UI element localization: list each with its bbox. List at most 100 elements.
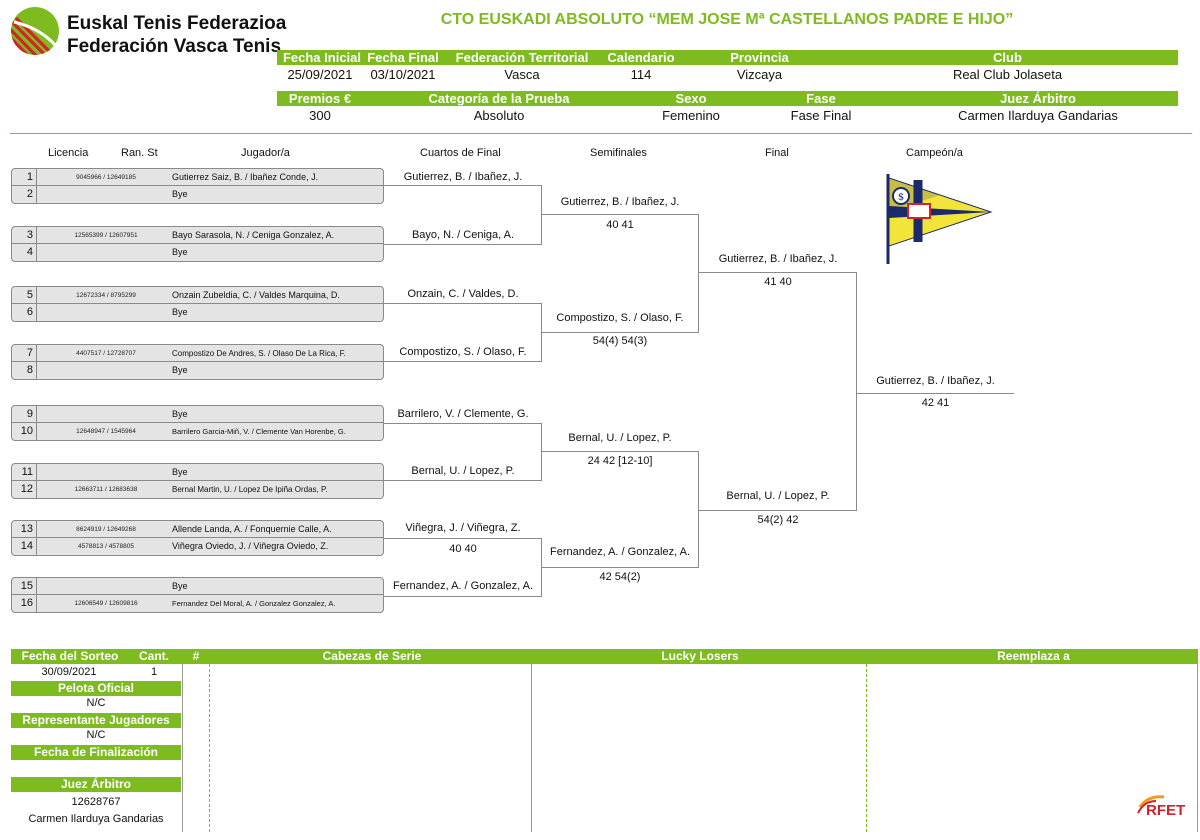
footer-end-label: Fecha de Finalización <box>11 745 181 760</box>
footer-rep-label: Representante Jugadores <box>11 713 181 728</box>
sf-name: Gutierrez, B. / Ibañez, J. <box>560 196 680 208</box>
sf-name: Compostizo, S. / Olaso, F. <box>556 312 684 324</box>
header-provincia: Provincia <box>730 50 789 65</box>
champion-score: 42 41 <box>921 397 950 409</box>
qf-name: Viñegra, J. / Viñegra, Z. <box>405 522 521 534</box>
rfet-logo: RFET <box>1134 793 1196 833</box>
sf-line <box>698 214 699 333</box>
qf-line <box>384 185 542 186</box>
player-license: 9045966 / 12649185 <box>76 174 136 181</box>
footer-separator <box>531 664 532 832</box>
footer-ref-label: Juez Árbitro <box>11 777 181 792</box>
player-license: 12663711 / 12683638 <box>74 486 138 493</box>
footer-replace-label: Reemplaza a <box>869 649 1198 664</box>
value-club: Real Club Jolaseta <box>952 67 1063 82</box>
qf-line <box>541 185 542 245</box>
footer-draw-date: 30/09/2021 <box>41 666 97 678</box>
player-license: 12606549 / 12609816 <box>74 600 138 607</box>
player-name: Allende Landa, A. / Fonquernie Calle, A. <box>172 524 332 534</box>
player-number: 14 <box>12 538 37 555</box>
player-number: 3 <box>12 227 37 243</box>
player-name: Bayo Sarasola, N. / Ceniga Gonzalez, A. <box>172 230 335 240</box>
qf-name: Bayo, N. / Ceniga, A. <box>411 229 515 241</box>
qf-name: Fernandez, A. / Gonzalez, A. <box>392 580 534 592</box>
col-cuartos: Cuartos de Final <box>420 147 501 159</box>
header-sexo: Sexo <box>675 91 707 106</box>
col-ranking: Ran. St <box>121 147 158 159</box>
footer-ref-name: Carmen Ilarduya Gandarias <box>28 813 164 825</box>
footer-ball: N/C <box>86 697 106 709</box>
tournament-title: CTO EUSKADI ABSOLUTO “MEM JOSE Mª CASTEL… <box>440 11 1014 28</box>
tennis-ball-icon <box>11 7 59 55</box>
value-premios: 300 <box>309 108 331 123</box>
player-number: 8 <box>12 362 37 379</box>
player-name: Compostizo De Andres, S. / Olaso De La R… <box>172 349 346 358</box>
champion-name: Gutierrez, B. / Ibañez, J. <box>876 375 995 387</box>
player-number: 6 <box>12 304 37 321</box>
player-row: 4 Bye <box>11 244 384 262</box>
footer-ref-id: 12628767 <box>71 796 121 808</box>
player-number: 13 <box>12 521 37 537</box>
footer-qty: 1 <box>150 666 158 678</box>
value-juez: Carmen Ilarduya Gandarias <box>958 108 1118 123</box>
info-value-row-2: 300 Absoluto Femenino Fase Final Carmen … <box>277 108 1178 124</box>
rfet-text: RFET <box>1146 802 1186 819</box>
qf-line <box>541 303 542 362</box>
org-name-line1: Euskal Tenis Federazioa <box>67 13 287 34</box>
player-name: Bye <box>172 247 188 257</box>
sf-score: 42 54(2) <box>599 571 641 583</box>
qf-line <box>541 423 542 481</box>
col-final: Final <box>765 147 789 159</box>
qf-line <box>384 244 542 245</box>
player-license: 12565399 / 12607951 <box>74 232 138 239</box>
value-fecha-inicial: 25/09/2021 <box>287 67 353 82</box>
player-number: 11 <box>12 464 37 480</box>
qf-line <box>384 480 542 481</box>
player-number: 5 <box>12 287 37 303</box>
value-calendario: 114 <box>630 67 652 82</box>
player-number: 10 <box>12 423 37 440</box>
footer-ball-label: Pelota Oficial <box>11 681 181 696</box>
footer-qty-label: Cant. <box>131 649 177 664</box>
qf-line <box>541 538 542 597</box>
value-fase: Fase Final <box>790 108 852 123</box>
header-juez: Juez Árbitro <box>1000 91 1076 106</box>
player-license: 4578813 / 4578805 <box>77 543 135 550</box>
value-provincia: Vizcaya <box>736 67 783 82</box>
qf-name: Bernal, U. / Lopez, P. <box>411 465 515 477</box>
svg-text:$: $ <box>898 192 904 203</box>
player-name: Bye <box>172 409 188 419</box>
sf-score: 24 42 [12-10] <box>587 455 653 467</box>
value-fecha-final: 03/10/2021 <box>370 67 436 82</box>
col-semifinales: Semifinales <box>590 147 647 159</box>
col-jugador: Jugador/a <box>241 147 290 159</box>
footer-draw-date-label: Fecha del Sorteo <box>11 649 129 664</box>
qf-name: Barrilero, V. / Clemente, G. <box>397 408 529 420</box>
player-row: 3 12565399 / 12607951 Bayo Sarasola, N. / … <box>11 226 384 244</box>
pennant-icon: $ <box>886 174 993 264</box>
info-header-row-1: Fecha Inicial Fecha Final Federación Ter… <box>277 50 1178 65</box>
player-row: 15 Bye <box>11 577 384 595</box>
final-name: Gutierrez, B. / Ibañez, J. <box>718 253 838 265</box>
header-premios: Premios € <box>288 91 352 106</box>
player-number: 4 <box>12 244 37 261</box>
footer-separator <box>182 664 183 832</box>
player-number: 1 <box>12 169 37 185</box>
sf-score: 54(4) 54(3) <box>592 335 648 347</box>
federation-logo <box>10 6 60 56</box>
player-name: Bye <box>172 581 188 591</box>
header-divider <box>10 133 1192 134</box>
org-name-line2: Federación Vasca Tenis <box>67 36 282 57</box>
player-number: 15 <box>12 578 37 594</box>
header-fecha-final: Fecha Final <box>367 50 439 65</box>
header-fecha-inicial: Fecha Inicial <box>282 50 362 65</box>
